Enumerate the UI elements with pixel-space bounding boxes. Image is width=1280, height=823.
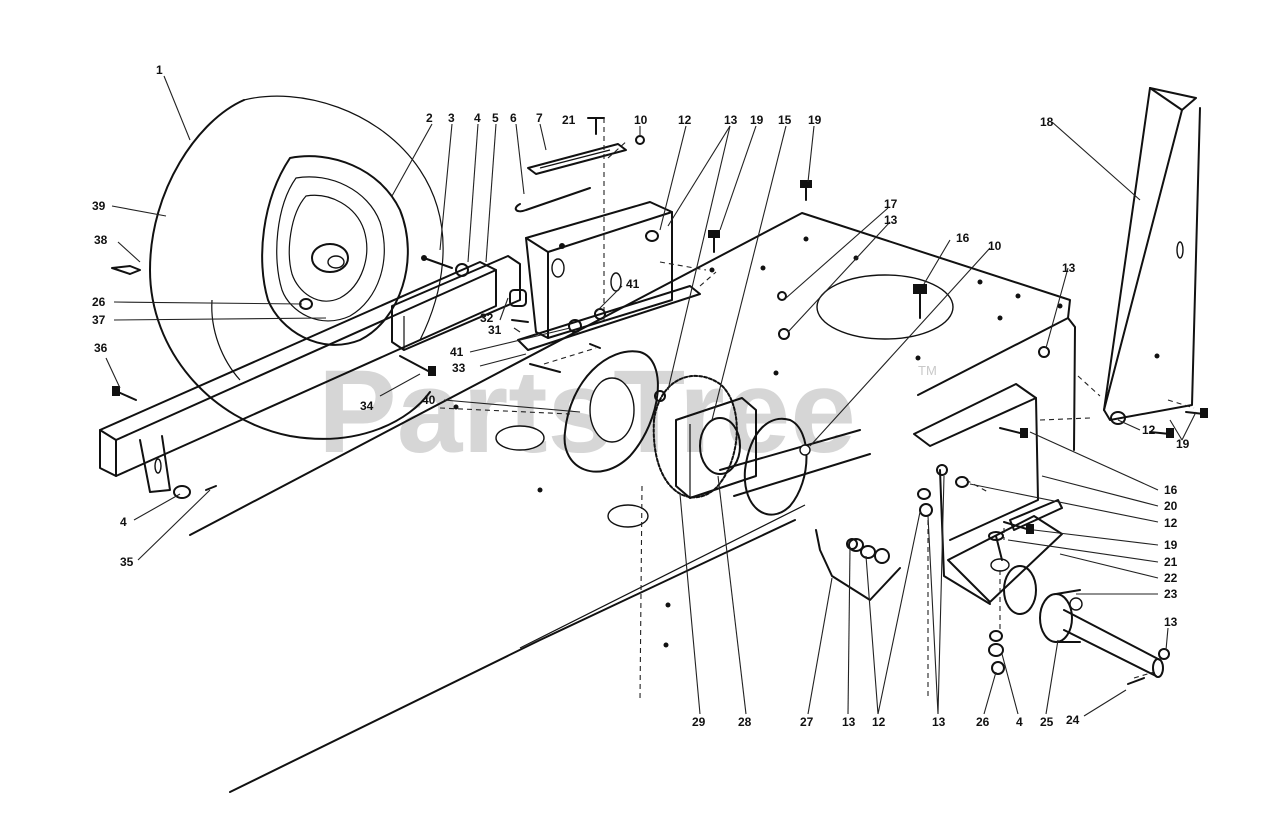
callout-4: 4 bbox=[1016, 715, 1023, 729]
callout-1: 1 bbox=[156, 63, 163, 77]
callout-20: 20 bbox=[1164, 499, 1178, 513]
callout-13: 13 bbox=[884, 213, 898, 227]
callout-10: 10 bbox=[634, 113, 648, 127]
callout-12: 12 bbox=[1142, 423, 1156, 437]
callout-7: 7 bbox=[536, 111, 543, 125]
callout-36: 36 bbox=[94, 341, 108, 355]
assembly-lines bbox=[439, 118, 1195, 701]
callout-labels: 1 2 3 4 5 6 7 21 10 12 13 19 15 19 18 39… bbox=[92, 63, 1190, 729]
callout-15: 15 bbox=[778, 113, 792, 127]
callout-35: 35 bbox=[120, 555, 134, 569]
bolts bbox=[112, 117, 1208, 561]
callout-4: 4 bbox=[474, 111, 481, 125]
watermark-text: PartsTree bbox=[318, 346, 856, 478]
cotter-pin bbox=[514, 187, 591, 213]
callout-17: 17 bbox=[884, 197, 898, 211]
callout-13: 13 bbox=[1062, 261, 1076, 275]
callout-13: 13 bbox=[932, 715, 946, 729]
callout-39: 39 bbox=[92, 199, 106, 213]
callout-37: 37 bbox=[92, 313, 106, 327]
callout-3: 3 bbox=[448, 111, 455, 125]
callout-33: 33 bbox=[452, 361, 466, 375]
callout-4: 4 bbox=[120, 515, 127, 529]
callout-38: 38 bbox=[94, 233, 108, 247]
callout-28: 28 bbox=[738, 715, 752, 729]
callout-34: 34 bbox=[360, 399, 374, 413]
callout-19: 19 bbox=[750, 113, 764, 127]
frame-hole bbox=[495, 425, 545, 451]
washers bbox=[173, 230, 1170, 660]
side-plate bbox=[1103, 87, 1201, 421]
callout-21: 21 bbox=[1164, 555, 1178, 569]
callout-19: 19 bbox=[1176, 437, 1190, 451]
valve-stem bbox=[111, 265, 141, 275]
leader-lines bbox=[105, 75, 1197, 717]
callout-26: 26 bbox=[976, 715, 990, 729]
callout-13: 13 bbox=[1164, 615, 1178, 629]
callout-2: 2 bbox=[426, 111, 433, 125]
rear-wheel bbox=[149, 95, 444, 440]
callout-12: 12 bbox=[872, 715, 886, 729]
callout-29: 29 bbox=[692, 715, 706, 729]
callout-16: 16 bbox=[956, 231, 970, 245]
callout-32: 32 bbox=[480, 311, 494, 325]
callout-13: 13 bbox=[724, 113, 738, 127]
callout-10: 10 bbox=[988, 239, 1002, 253]
callout-31: 31 bbox=[488, 323, 502, 337]
mounting-bracket bbox=[913, 383, 1063, 605]
callout-41: 41 bbox=[626, 277, 640, 291]
callout-21: 21 bbox=[562, 113, 576, 127]
callout-19: 19 bbox=[808, 113, 822, 127]
callout-6: 6 bbox=[510, 111, 517, 125]
callout-19: 19 bbox=[1164, 538, 1178, 552]
center-bracket bbox=[517, 201, 701, 351]
sprocket-assembly bbox=[563, 350, 871, 516]
callout-13: 13 bbox=[842, 715, 856, 729]
callout-41: 41 bbox=[450, 345, 464, 359]
adjustment-plate bbox=[527, 143, 627, 175]
callout-12: 12 bbox=[1164, 516, 1178, 530]
control-rod bbox=[815, 529, 901, 601]
callout-27: 27 bbox=[800, 715, 814, 729]
callout-25: 25 bbox=[1040, 715, 1054, 729]
callout-23: 23 bbox=[1164, 587, 1178, 601]
callout-40: 40 bbox=[422, 393, 436, 407]
frame-plate bbox=[189, 212, 1076, 793]
frame-hole bbox=[607, 504, 649, 528]
callout-22: 22 bbox=[1164, 571, 1178, 585]
callout-26: 26 bbox=[92, 295, 106, 309]
callout-18: 18 bbox=[1040, 115, 1054, 129]
callout-16: 16 bbox=[1164, 483, 1178, 497]
frame-large-hole bbox=[816, 274, 954, 340]
spindle-assembly bbox=[1003, 565, 1164, 685]
watermark-trademark: TM bbox=[918, 363, 937, 378]
axle-bar bbox=[99, 255, 521, 493]
callout-12: 12 bbox=[678, 113, 692, 127]
callout-5: 5 bbox=[492, 111, 499, 125]
callout-24: 24 bbox=[1066, 713, 1080, 727]
